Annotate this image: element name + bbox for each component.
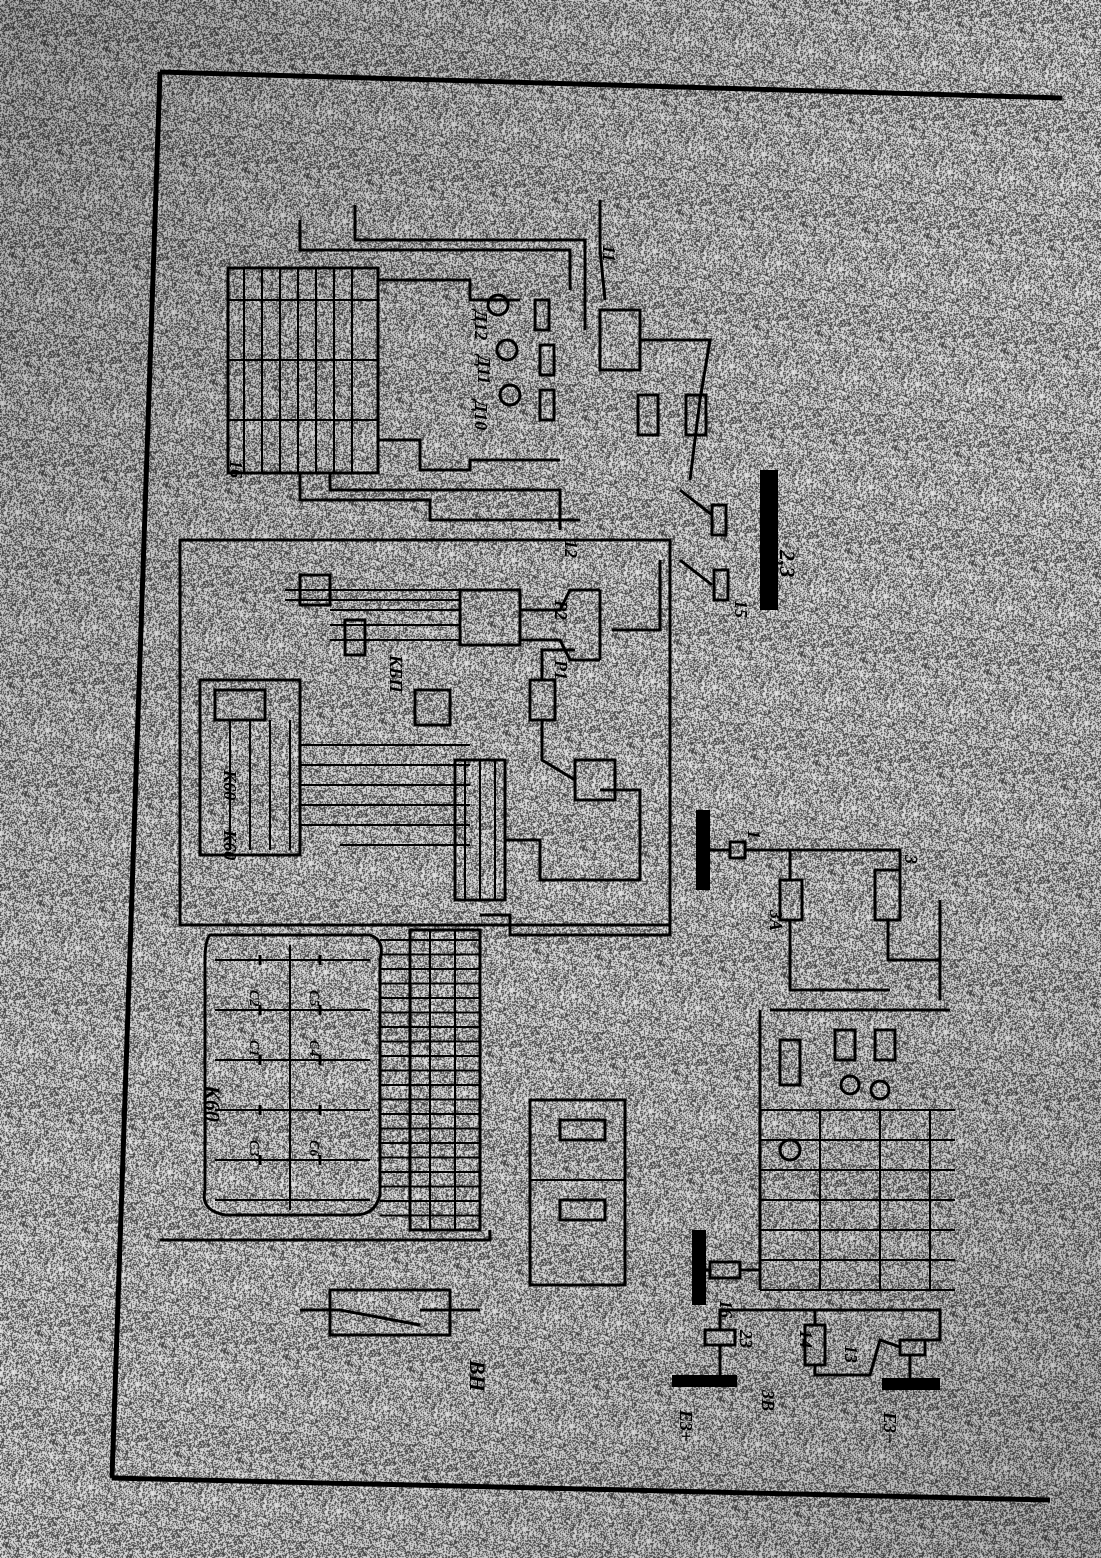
label-d12: Д12 <box>471 308 491 340</box>
label-3a: 3А <box>766 909 786 931</box>
bus-bar-right-top <box>696 810 710 890</box>
label-c6: С6 <box>306 1140 321 1156</box>
label-12: 12 <box>561 540 581 558</box>
label-kbp: КБП <box>386 654 406 694</box>
wire-bottom-bus <box>160 1230 492 1242</box>
frame-bottom-edge <box>111 1475 1051 1503</box>
label-3: 3 <box>901 854 921 864</box>
label-bh: ВН <box>465 1359 490 1393</box>
label-c1: С1 <box>246 1040 261 1056</box>
label-kb0-b: К60 <box>220 769 240 800</box>
label-e3-minus: Е3− <box>880 1411 900 1444</box>
label-13: 13 <box>841 1345 861 1363</box>
switch-bh <box>300 1288 480 1337</box>
label-p1: Р1 <box>551 659 571 680</box>
indicator-box <box>528 1098 627 1287</box>
label-zb: ЗВ <box>758 1389 778 1411</box>
label-15: 15 <box>731 600 751 618</box>
label-e3-plus: Е3+ <box>676 1409 696 1441</box>
label-kb0-a: К60 <box>220 829 240 860</box>
label-d11: Д11 <box>474 353 494 384</box>
middle-control-block <box>178 538 672 927</box>
lower-right-circuit <box>692 810 955 1305</box>
supply-section <box>672 1308 942 1390</box>
label-16-bar: 16 <box>716 1300 736 1318</box>
label-c2: С2 <box>246 990 261 1006</box>
label-1: 1 <box>744 830 764 839</box>
frame-top-edge <box>159 69 1063 101</box>
label-k60: К60 <box>200 1084 225 1122</box>
bus-bar-right-mid <box>692 1230 706 1305</box>
label-11-top: 11 <box>599 245 619 262</box>
label-14: 14 <box>796 1330 816 1348</box>
label-c4: С4 <box>306 1040 321 1056</box>
bus-bar-e3-plus <box>672 1375 737 1387</box>
label-p2: Р2 <box>551 599 571 620</box>
label-d10: Д10 <box>471 398 491 430</box>
relay-section-mid <box>198 648 642 902</box>
label-c5: С5 <box>306 990 321 1006</box>
bus-bar-e3-minus <box>882 1378 940 1390</box>
label-16-top: 16 <box>226 460 246 478</box>
connector-strip <box>380 928 482 1232</box>
frame-left-edge <box>109 71 163 1479</box>
wire-strip-to-mid <box>480 560 672 937</box>
transistor-section <box>285 560 662 662</box>
capacitor-bank <box>202 933 383 1217</box>
bus-bar-2-3 <box>760 470 778 610</box>
label-c3: С3 <box>246 1140 261 1156</box>
label-2-3: 2,3 <box>775 549 800 578</box>
switch-matrix-block <box>226 205 587 530</box>
label-23: 23 <box>736 1329 756 1348</box>
lamp-group-upper <box>486 200 712 481</box>
schematic-labels: К60 К60 К60 КБП С1 С2 С3 С4 С5 С6 16 11 … <box>200 245 921 1444</box>
